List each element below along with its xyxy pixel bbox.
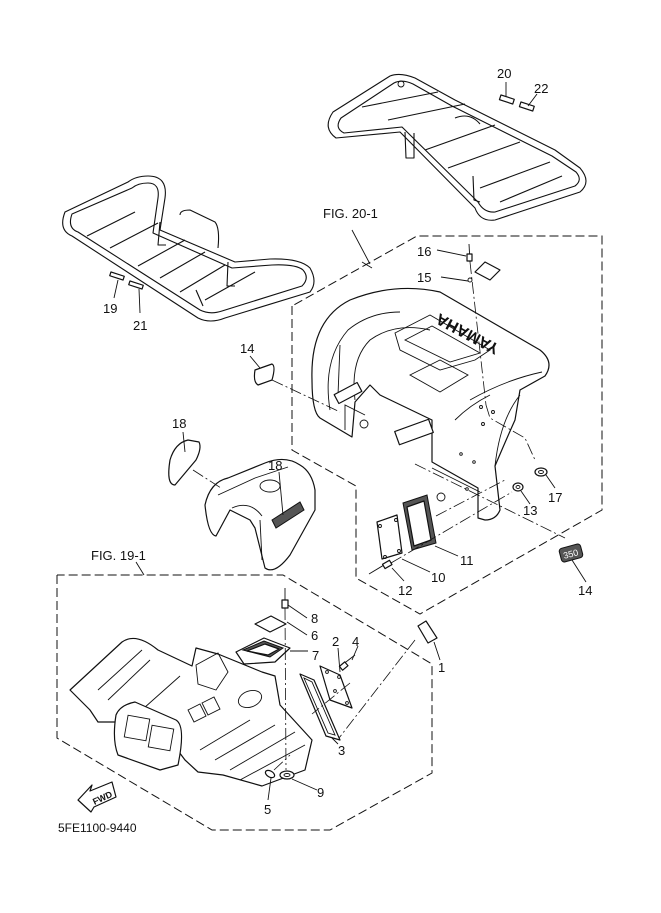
- badge-350: 350: [558, 543, 584, 563]
- rivet-16: [466, 243, 473, 263]
- callout-8[interactable]: 8: [311, 611, 318, 626]
- plate-15: [467, 261, 501, 283]
- callout-3[interactable]: 3: [338, 743, 345, 758]
- fig-19-1-leader: [135, 561, 145, 576]
- callout-14-right[interactable]: 14: [578, 583, 592, 598]
- rivet-4: [338, 654, 356, 671]
- gasket-7: [235, 637, 291, 665]
- callout-21[interactable]: 21: [133, 318, 147, 333]
- callout-18-center[interactable]: 18: [268, 458, 282, 473]
- callouts: 1 2 3 4 5 6 7 8 9 10 11 12 13 14 14 15 1…: [103, 66, 592, 817]
- callout-22[interactable]: 22: [534, 81, 548, 96]
- callout-18-left[interactable]: 18: [172, 416, 186, 431]
- callout-5[interactable]: 5: [264, 802, 271, 817]
- callout-14-left[interactable]: 14: [240, 341, 254, 356]
- plate-10: [376, 514, 403, 560]
- rivet-8: [281, 588, 289, 609]
- callout-17[interactable]: 17: [548, 490, 562, 505]
- decal-14-left: [253, 363, 275, 386]
- fig-20-1-label[interactable]: FIG. 20-1: [323, 206, 378, 221]
- grommet-9: [279, 770, 295, 780]
- callout-20[interactable]: 20: [497, 66, 511, 81]
- callout-15[interactable]: 15: [417, 270, 431, 285]
- svg-text:350: 350: [562, 547, 579, 561]
- callout-4[interactable]: 4: [352, 634, 359, 649]
- callout-12[interactable]: 12: [398, 583, 412, 598]
- callout-13[interactable]: 13: [523, 503, 537, 518]
- drawing-code: 5FE1100-9440: [58, 821, 137, 835]
- decal-19: [109, 271, 125, 281]
- grommet-13: [512, 482, 524, 492]
- callout-10[interactable]: 10: [431, 570, 445, 585]
- leader-lines: [113, 82, 587, 801]
- forward-arrow-icon: FWD: [77, 781, 117, 813]
- gasket-11: [402, 494, 437, 551]
- decal-18-left: [168, 439, 201, 486]
- fig-20-1-boundary: [291, 235, 603, 615]
- callout-1[interactable]: 1: [438, 660, 445, 675]
- plate-6: [254, 615, 287, 633]
- front-carrier-rack: [62, 175, 315, 322]
- callout-16[interactable]: 16: [417, 244, 431, 259]
- tank-cover: [204, 458, 316, 571]
- callout-9[interactable]: 9: [317, 785, 324, 800]
- front-fender: [69, 637, 313, 787]
- callout-11[interactable]: 11: [460, 553, 474, 568]
- rivet-12: [368, 559, 393, 575]
- decal-22: [518, 101, 535, 112]
- fig-20-1-leader: [361, 261, 373, 269]
- callout-19[interactable]: 19: [103, 301, 117, 316]
- callout-2[interactable]: 2: [332, 634, 339, 649]
- decal-1: [417, 620, 438, 644]
- fig-19-1-label[interactable]: FIG. 19-1: [91, 548, 146, 563]
- rear-carrier-rack: [327, 73, 587, 221]
- callout-6[interactable]: 6: [311, 628, 318, 643]
- decal-20: [498, 94, 515, 105]
- grommet-5: [264, 769, 276, 779]
- decal-21: [128, 280, 144, 290]
- grommet-17: [534, 467, 548, 477]
- callout-7[interactable]: 7: [312, 648, 319, 663]
- panel-3: [299, 673, 341, 741]
- panel-2: [319, 665, 353, 709]
